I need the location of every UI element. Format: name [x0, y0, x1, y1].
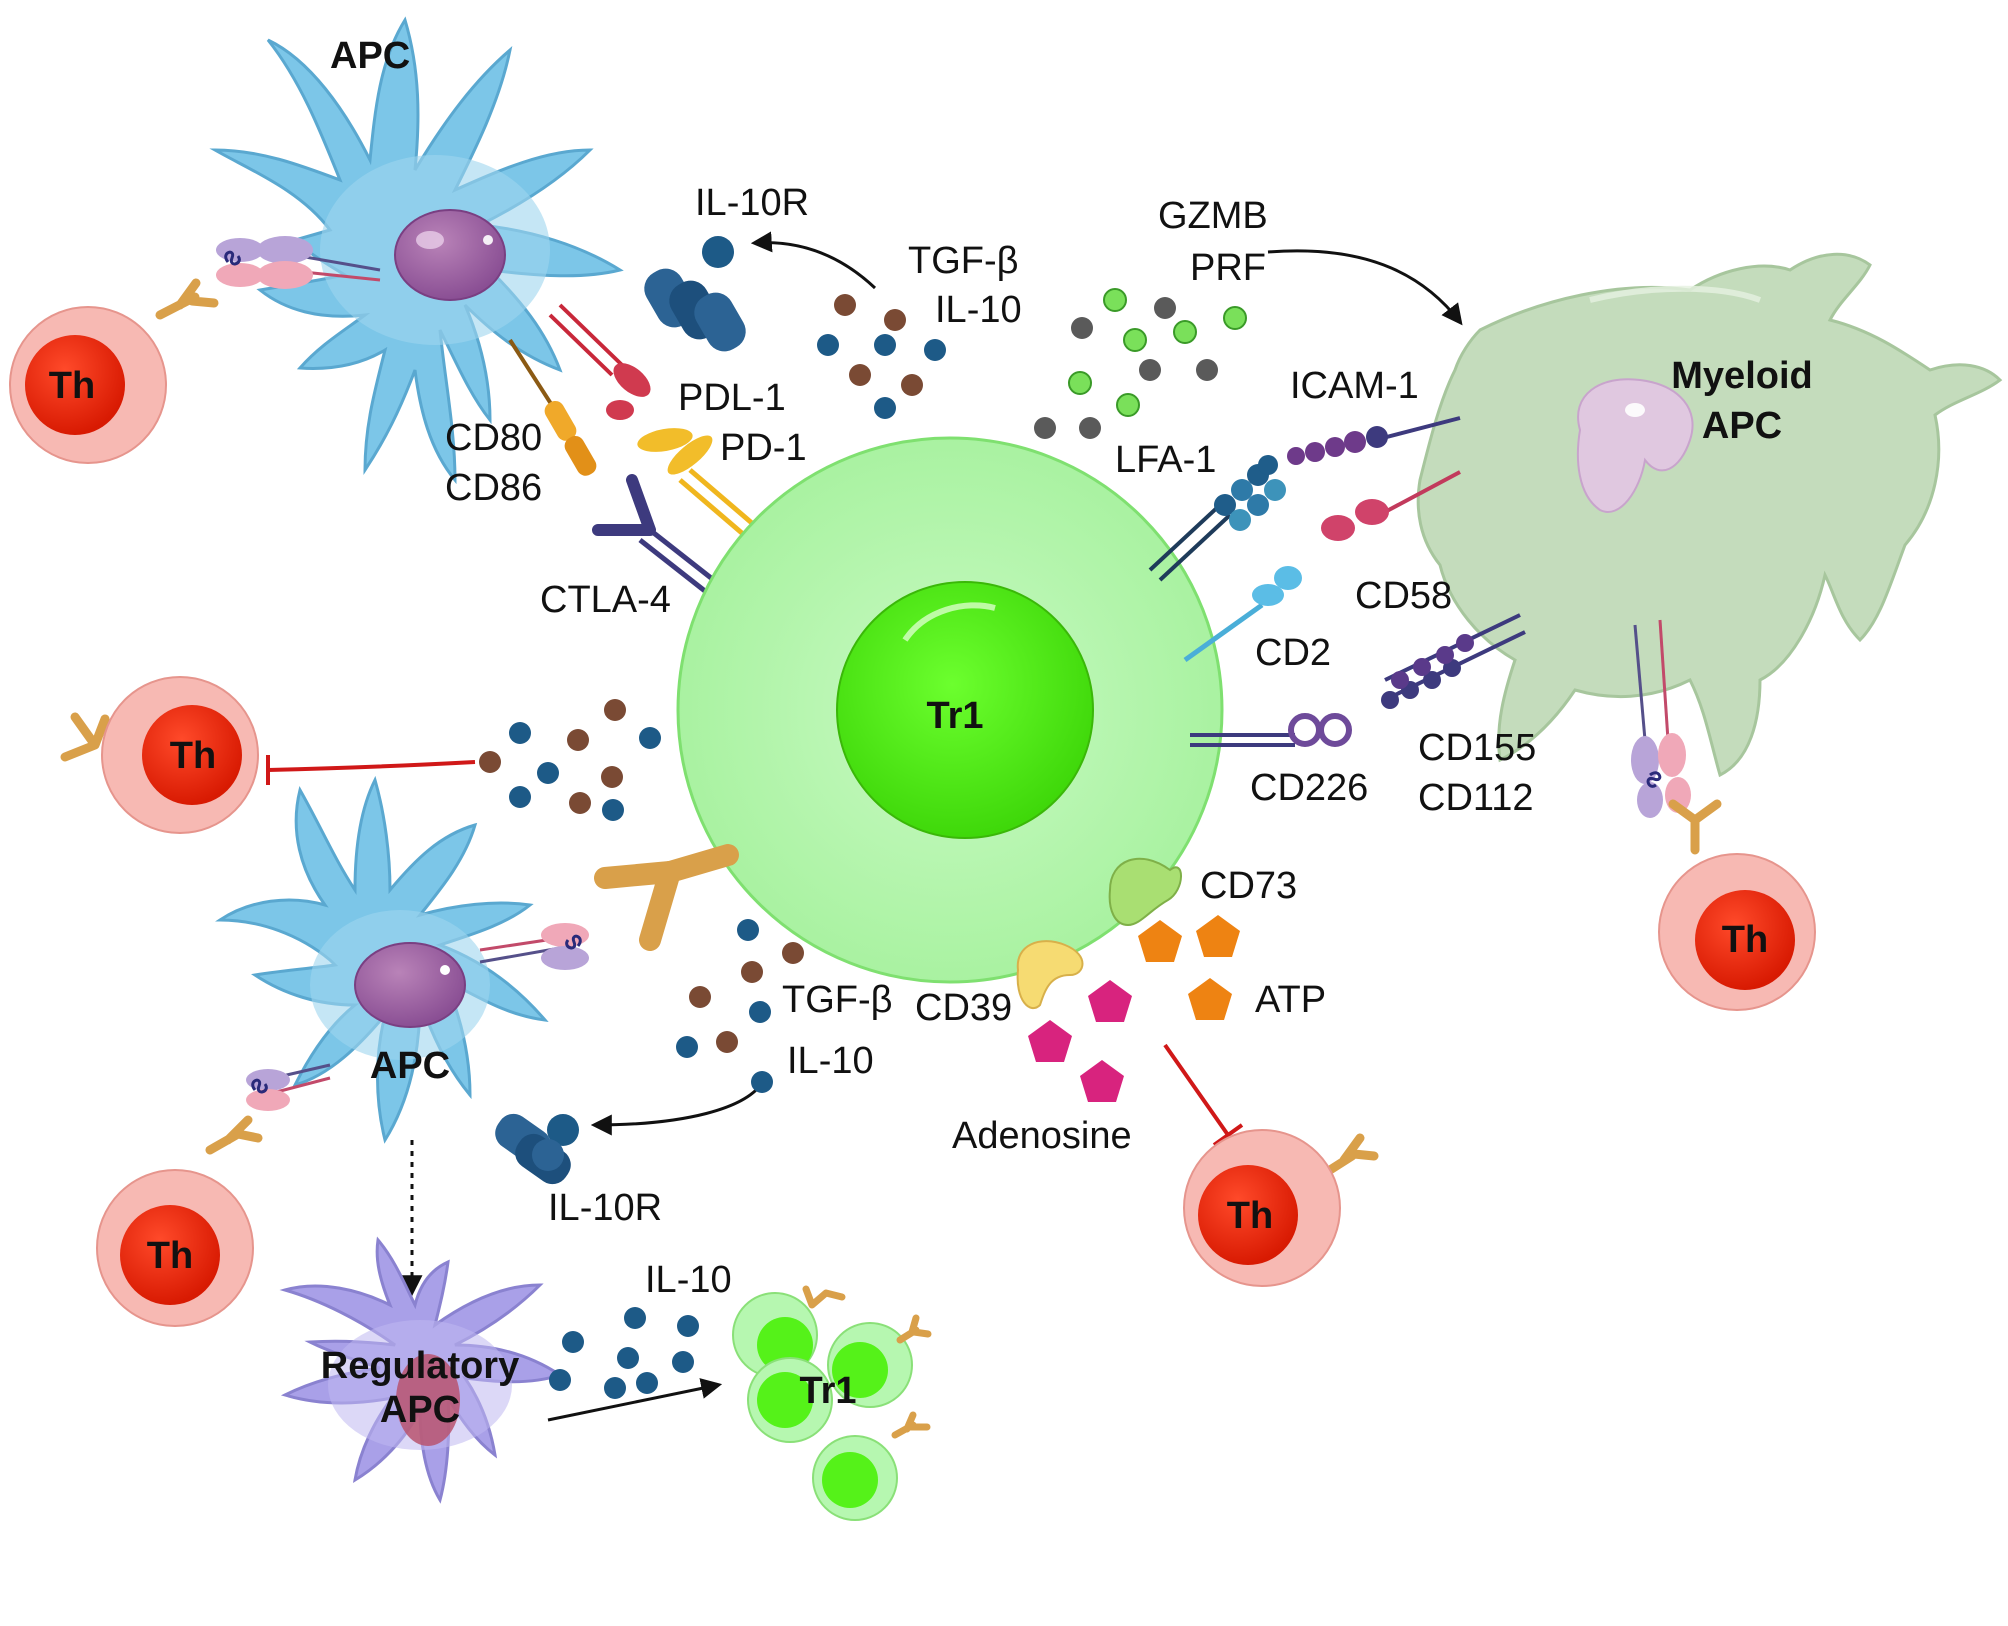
- th-cell-left-middle: [60, 676, 259, 834]
- tr1-main-cell: [676, 436, 1224, 984]
- myeloid-label-line2: APC: [1702, 405, 1782, 447]
- atp-label: ATP: [1255, 979, 1326, 1021]
- regulatory-label-line2: APC: [380, 1389, 460, 1431]
- il10-top-label: IL-10: [935, 289, 1022, 331]
- tr1-cluster: [732, 1285, 932, 1521]
- cd226-molecule: [1190, 713, 1352, 747]
- cytokine-cluster-middle: [479, 699, 661, 821]
- icam1-molecule: [1287, 416, 1461, 465]
- th-cell-myeloid: [1658, 799, 1816, 1011]
- regulatory-label-line1: Regulatory: [321, 1345, 519, 1387]
- il10r-bottom-label: IL-10R: [548, 1187, 662, 1229]
- cytokine-cluster-top: [817, 294, 946, 419]
- icam1-label: ICAM-1: [1290, 365, 1419, 407]
- cd58-label: CD58: [1355, 575, 1452, 617]
- arrow-regulatory-to-tr1: [547, 1378, 723, 1422]
- pd1-molecule: [637, 428, 762, 542]
- cd2-label: CD2: [1255, 632, 1331, 674]
- arrow-cytokines-to-il10r-top: [750, 231, 877, 290]
- tr1-main-label: Tr1: [926, 695, 983, 737]
- cd80-label: CD80: [445, 417, 542, 459]
- apc-bottom-label: APC: [370, 1045, 450, 1087]
- th-label-top-left: Th: [49, 365, 95, 407]
- th-label-myeloid: Th: [1722, 919, 1768, 961]
- granule-cluster: [1034, 288, 1247, 439]
- arrow-granules-to-myeloid: [1267, 249, 1463, 326]
- tcr-y-receptor-tr1: [594, 844, 739, 951]
- tr1-cluster-label: Tr1: [799, 1370, 856, 1412]
- cd73-enzyme: [1108, 857, 1182, 927]
- cd80-cd86-molecule: [508, 338, 597, 476]
- cd73-label: CD73: [1200, 865, 1297, 907]
- cytokine-cluster-bottom: [676, 919, 804, 1093]
- lfa1-label: LFA-1: [1115, 439, 1216, 481]
- cd226-label: CD226: [1250, 767, 1368, 809]
- atp-molecules: [1138, 915, 1240, 1020]
- th-label-bottom-left: Th: [147, 1235, 193, 1277]
- tcr-mhc-complex-myeloid: [1631, 619, 1691, 818]
- th-label-left-middle: Th: [170, 735, 216, 777]
- regulatory-apc-cell: [279, 1236, 564, 1504]
- ctla4-molecule: [592, 474, 722, 597]
- cd112-label: CD112: [1418, 777, 1533, 819]
- apc-top-cell: [209, 16, 624, 485]
- il10r-receptor-bottom: [495, 1113, 579, 1185]
- cd155-cd112-molecule: [1381, 613, 1526, 709]
- tcr-mhc-complex-bottom-left: [246, 1063, 331, 1111]
- adenosine-label: Adenosine: [952, 1115, 1132, 1157]
- tgfb-top-label: TGF-β: [908, 240, 1019, 282]
- cd39-enzyme: [1016, 940, 1084, 1010]
- adenosine-molecules: [1028, 980, 1132, 1102]
- myeloid-label-line1: Myeloid: [1671, 355, 1812, 397]
- cd58-molecule: [1321, 470, 1461, 541]
- prf-label: PRF: [1190, 247, 1266, 289]
- th-cell-top-left: [9, 278, 219, 464]
- pd1-label: PD-1: [720, 427, 807, 469]
- pdl1-molecule: [548, 303, 651, 420]
- myeloid-apc-cell: [1416, 252, 2003, 778]
- arrow-cytokines-to-il10r-bottom: [590, 1077, 767, 1136]
- th-label-bottom-middle: Th: [1227, 1195, 1273, 1237]
- apc-bottom-cell: [215, 775, 549, 1144]
- apc-top-label: APC: [330, 35, 410, 77]
- il10-reg-label: IL-10: [645, 1259, 732, 1301]
- il10r-receptor-top: [644, 236, 746, 352]
- gzmb-label: GZMB: [1158, 195, 1268, 237]
- cd2-molecule: [1183, 566, 1302, 663]
- tcr-mhc-complex-top: [216, 236, 381, 289]
- ctla4-label: CTLA-4: [540, 579, 671, 621]
- pdl1-label: PDL-1: [678, 377, 786, 419]
- tgfb-bottom-label: TGF-β: [782, 979, 893, 1021]
- cd39-label: CD39: [915, 987, 1012, 1029]
- il10r-top-label: IL-10R: [695, 182, 809, 224]
- cytokine-cluster-regulatory: [549, 1307, 699, 1399]
- cd155-label: CD155: [1418, 727, 1536, 769]
- inhibition-adenosine-to-th: [1163, 1043, 1244, 1147]
- lfa1-molecule: [1148, 455, 1286, 582]
- th-cell-bottom-middle: [1183, 1129, 1379, 1287]
- th-cell-bottom-left: [96, 1115, 263, 1327]
- inhibition-cytokines-to-th: [266, 755, 476, 785]
- cd86-label: CD86: [445, 467, 542, 509]
- tcr-mhc-complex-bottom-right: [479, 923, 589, 970]
- il10-bottom-label: IL-10: [787, 1040, 874, 1082]
